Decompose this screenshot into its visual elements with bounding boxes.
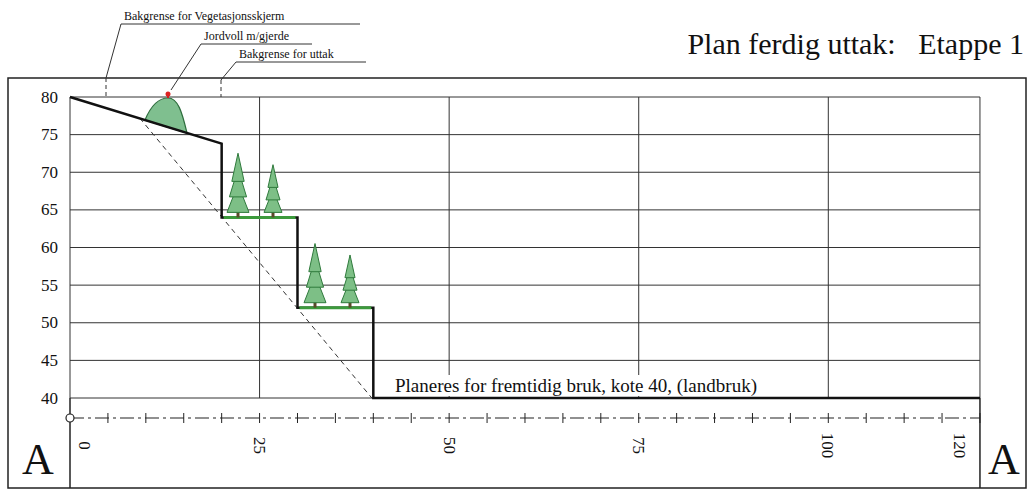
- axis-tick: [335, 413, 336, 423]
- elevation-label: 70: [41, 164, 58, 181]
- axis-tick: [600, 413, 601, 423]
- elevation-label: 75: [41, 126, 58, 143]
- callout-label: Jordvoll m/gjerde: [204, 30, 289, 42]
- axis-tick: [411, 413, 412, 423]
- axis-tick: [714, 413, 715, 423]
- elevation-label: 45: [41, 352, 58, 369]
- grid-line: [70, 360, 980, 361]
- drawing-title: Plan ferdig uttak: Etappe 1: [687, 29, 1024, 59]
- outer-frame: [8, 78, 1026, 488]
- note-label: Planeres for fremtidig bruk, kote 40, (l…: [392, 375, 760, 396]
- distance-label: 25: [251, 437, 268, 454]
- grid-line: [449, 97, 450, 398]
- tree-symbol: [264, 165, 282, 218]
- axis-tick: [638, 413, 639, 423]
- elevation-label: 40: [41, 390, 58, 407]
- axis-tick: [107, 413, 108, 423]
- axis-tick: [904, 413, 905, 423]
- grid-line: [259, 97, 260, 398]
- grid-line: [70, 134, 980, 135]
- grid-line: [828, 97, 829, 398]
- elevation-label: 60: [41, 239, 58, 256]
- axis-tick: [752, 413, 753, 423]
- axis-tick: [373, 413, 374, 423]
- axis-origin: [66, 414, 74, 422]
- elevation-label: 55: [41, 277, 58, 294]
- tree-symbol: [341, 255, 359, 308]
- distance-label: 50: [441, 437, 458, 454]
- distance-label: 0: [75, 441, 92, 450]
- elevation-label: 65: [41, 201, 58, 218]
- section-line: [69, 398, 71, 488]
- grid-line: [979, 97, 980, 398]
- section-line: [979, 398, 981, 488]
- grid-line: [70, 247, 980, 248]
- grid-line: [70, 97, 71, 398]
- leader-line: [106, 24, 360, 78]
- axis-tick: [790, 413, 791, 423]
- axis-tick: [676, 413, 677, 423]
- section-letter: A: [988, 438, 1020, 482]
- limit-line: [221, 80, 222, 97]
- axis-tick: [524, 413, 525, 423]
- planted-bench: [224, 216, 296, 219]
- axis-tick: [183, 413, 184, 423]
- tree-symbol: [304, 244, 326, 308]
- axis-tick: [449, 413, 450, 423]
- fence-marker: [166, 92, 171, 97]
- callout-label: Bakgrense for uttak: [239, 48, 334, 60]
- axis-tick: [866, 413, 867, 423]
- elevation-label: 50: [41, 314, 58, 331]
- axis-tick: [828, 413, 829, 423]
- tree-symbol: [227, 153, 249, 217]
- axis-tick: [259, 413, 260, 423]
- distance-label: 75: [630, 437, 647, 454]
- axis-tick: [942, 413, 943, 423]
- axis-tick: [562, 413, 563, 423]
- distance-label: 100: [820, 432, 837, 458]
- grid-line: [70, 172, 980, 173]
- leader-line: [221, 62, 366, 80]
- grid-line: [70, 97, 980, 98]
- axis-tick: [145, 413, 146, 423]
- callout-label: Bakgrense for Vegetasjonsskjerm: [124, 10, 284, 22]
- axis-tick: [297, 413, 298, 423]
- grid-line: [70, 322, 980, 323]
- section-letter: A: [22, 438, 54, 482]
- original-terrain: [140, 118, 372, 398]
- grid-line: [70, 209, 980, 210]
- distance-label: 120: [951, 432, 968, 458]
- limit-line: [106, 78, 107, 97]
- grid-line: [70, 285, 980, 286]
- axis-tick: [979, 413, 980, 423]
- axis-tick: [221, 413, 222, 423]
- axis-tick: [487, 413, 488, 423]
- planted-bench: [299, 306, 371, 309]
- elevation-label: 80: [41, 89, 58, 106]
- grid-line: [638, 97, 639, 398]
- final-profile: [70, 97, 980, 398]
